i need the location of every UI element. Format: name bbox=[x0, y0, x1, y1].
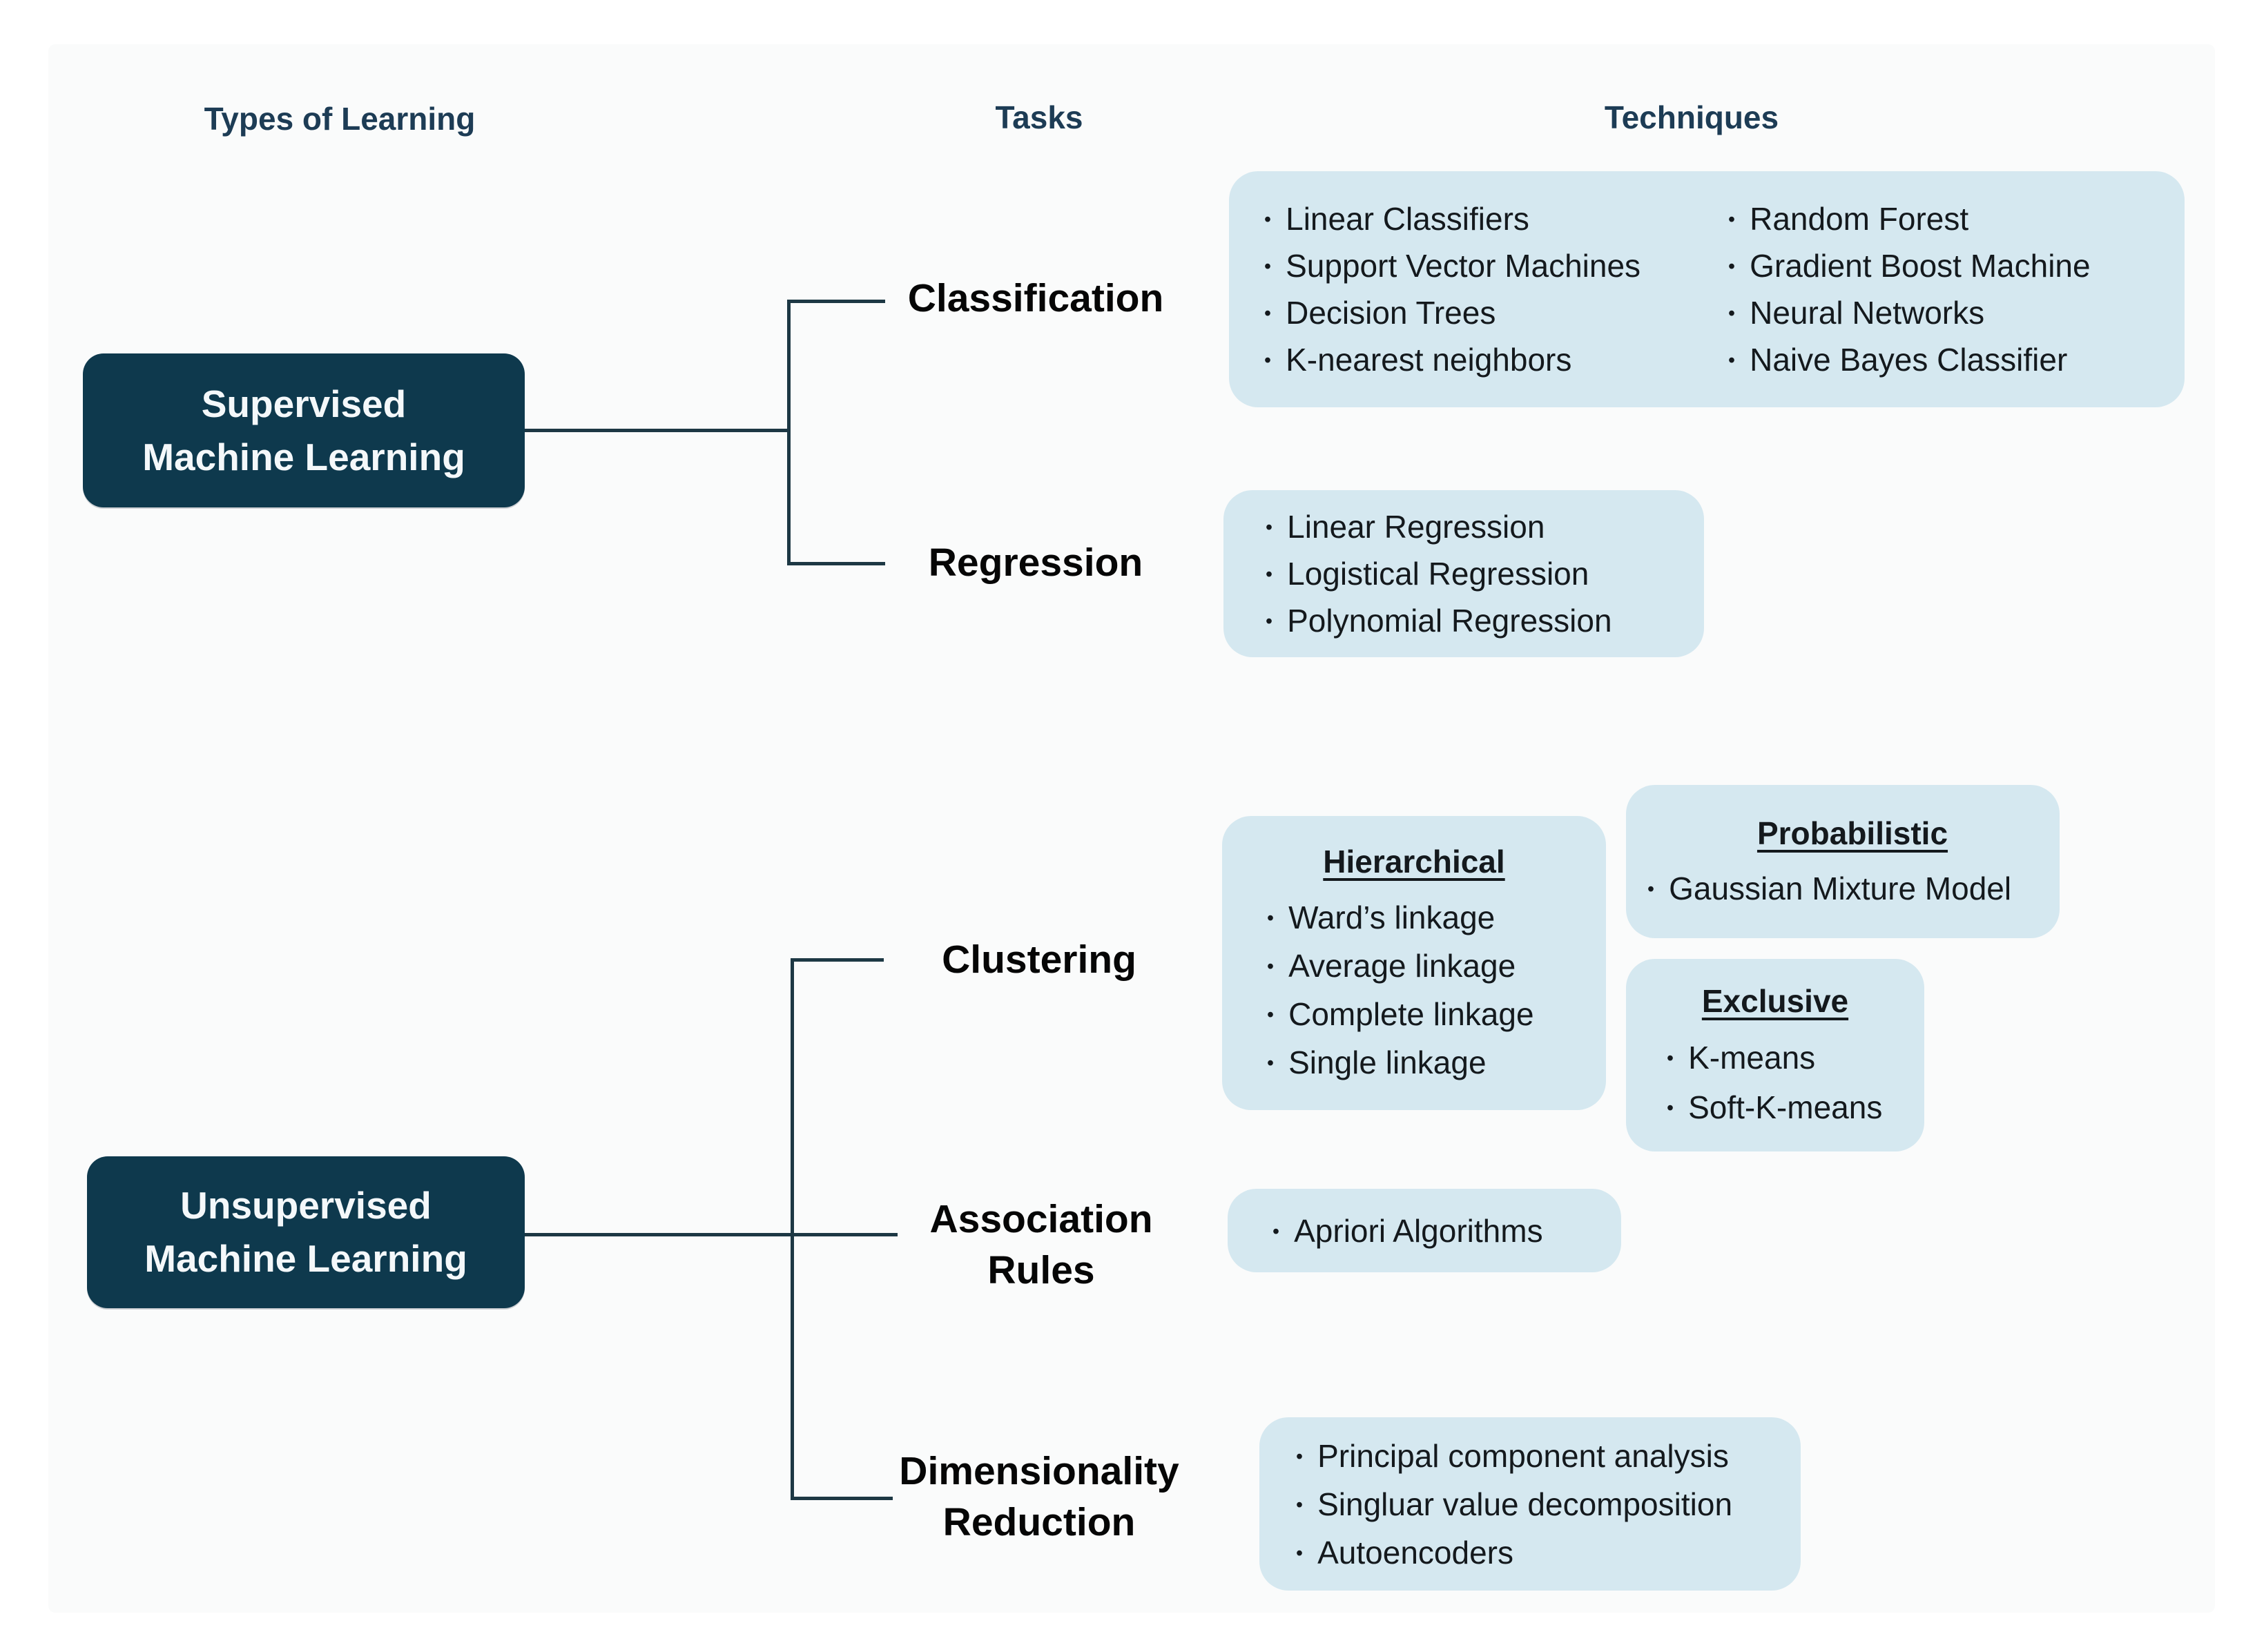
bullet-icon: • bbox=[1728, 301, 1736, 324]
connector-stub-regression bbox=[787, 562, 885, 565]
bullet-icon: • bbox=[1728, 348, 1736, 371]
connector-stub-classification bbox=[787, 300, 885, 303]
technique-item: •Ward’s linkage bbox=[1267, 900, 1496, 935]
unsupervised-machine-learning-box: Unsupervised Machine Learning bbox=[87, 1156, 525, 1308]
technique-item: •Gaussian Mixture Model bbox=[1647, 871, 2012, 906]
techniques-box-dimensionality: •Principal component analysis •Singluar … bbox=[1259, 1417, 1801, 1591]
bullet-icon: • bbox=[1728, 254, 1736, 278]
task-clustering: Clustering bbox=[942, 934, 1136, 985]
bullet-icon: • bbox=[1266, 609, 1273, 632]
task-dimensionality-line1: Dimensionality bbox=[899, 1449, 1179, 1493]
techniques-box-exclusive: Exclusive •K-means •Soft-K-means bbox=[1626, 959, 1924, 1151]
technique-item: •Soft-K-means bbox=[1667, 1089, 1883, 1125]
task-association-line1: Association bbox=[929, 1197, 1153, 1241]
bullet-icon: • bbox=[1266, 515, 1273, 538]
bullet-icon: • bbox=[1267, 1002, 1275, 1026]
technique-item: •Autoencoders bbox=[1296, 1534, 1513, 1571]
bullet-icon: • bbox=[1667, 1096, 1674, 1118]
technique-item: •Apriori Algorithms bbox=[1272, 1212, 1543, 1249]
bullet-icon: • bbox=[1296, 1444, 1304, 1467]
connector-stub-dimensionality bbox=[791, 1497, 893, 1500]
column-header-types-of-learning: Types of Learning bbox=[204, 101, 476, 137]
technique-item: •Neural Networks bbox=[1728, 295, 1985, 331]
connector-stub-association bbox=[794, 1233, 898, 1236]
task-regression: Regression bbox=[929, 537, 1143, 588]
bullet-icon: • bbox=[1647, 877, 1655, 900]
bullet-icon: • bbox=[1264, 207, 1272, 231]
task-clustering-text: Clustering bbox=[942, 937, 1136, 982]
bullet-icon: • bbox=[1264, 254, 1272, 278]
bullet-icon: • bbox=[1667, 1046, 1674, 1069]
technique-item: •Polynomial Regression bbox=[1266, 603, 1612, 639]
bullet-icon: • bbox=[1272, 1219, 1280, 1242]
task-association-line2: Rules bbox=[987, 1248, 1095, 1292]
technique-item: •Linear Classifiers bbox=[1264, 201, 1529, 237]
technique-item: •Singluar value decomposition bbox=[1296, 1486, 1733, 1522]
unsupervised-label-line1: Unsupervised bbox=[180, 1184, 432, 1227]
column-header-tasks: Tasks bbox=[995, 99, 1083, 135]
classification-techniques-column-1: •Linear Classifiers •Support Vector Mach… bbox=[1262, 195, 1726, 383]
bullet-icon: • bbox=[1267, 954, 1275, 978]
classification-techniques-column-2: •Random Forest •Gradient Boost Machine •… bbox=[1726, 195, 2091, 383]
technique-item: •Linear Regression bbox=[1266, 509, 1545, 545]
bullet-icon: • bbox=[1266, 562, 1273, 585]
supervised-label-line1: Supervised bbox=[201, 382, 407, 425]
probabilistic-heading: Probabilistic bbox=[1756, 815, 1948, 851]
bullet-icon: • bbox=[1296, 1541, 1304, 1564]
technique-item: •K-means bbox=[1667, 1039, 1816, 1076]
techniques-box-hierarchical: Hierarchical •Ward’s linkage •Average li… bbox=[1222, 816, 1606, 1110]
technique-item: •Logistical Regression bbox=[1266, 556, 1589, 592]
technique-item: •Random Forest bbox=[1728, 201, 1969, 237]
task-association-rules: Association Rules bbox=[929, 1194, 1152, 1296]
connector-unsupervised-vertical bbox=[791, 958, 794, 1500]
technique-item: •Naive Bayes Classifier bbox=[1728, 342, 2068, 378]
techniques-box-probabilistic: Probabilistic •Gaussian Mixture Model bbox=[1626, 785, 2060, 938]
exclusive-heading: Exclusive bbox=[1701, 982, 1849, 1019]
connector-supervised-vertical bbox=[787, 300, 791, 565]
hierarchical-heading: Hierarchical bbox=[1323, 844, 1505, 880]
techniques-box-classification: •Linear Classifiers •Support Vector Mach… bbox=[1229, 171, 2185, 407]
connector-stub-clustering bbox=[791, 958, 884, 962]
technique-item: •Support Vector Machines bbox=[1264, 248, 1641, 284]
bullet-icon: • bbox=[1264, 301, 1272, 324]
technique-item: •Gradient Boost Machine bbox=[1728, 248, 2091, 284]
column-header-techniques: Techniques bbox=[1604, 99, 1779, 135]
task-dimensionality-reduction: Dimensionality Reduction bbox=[899, 1446, 1179, 1548]
connector-supervised-horizontal bbox=[525, 429, 790, 432]
task-regression-text: Regression bbox=[928, 541, 1143, 585]
bullet-icon: • bbox=[1296, 1493, 1304, 1515]
technique-item: •Single linkage bbox=[1267, 1044, 1487, 1080]
techniques-box-association: •Apriori Algorithms bbox=[1228, 1189, 1621, 1272]
connector-unsupervised-horizontal bbox=[525, 1233, 794, 1236]
task-classification-text: Classification bbox=[907, 276, 1164, 320]
supervised-label-line2: Machine Learning bbox=[142, 435, 465, 478]
task-classification: Classification bbox=[908, 273, 1164, 324]
technique-item: •Complete linkage bbox=[1267, 996, 1534, 1032]
technique-item: •Decision Trees bbox=[1264, 295, 1496, 331]
technique-item: •Principal component analysis bbox=[1296, 1437, 1729, 1474]
technique-item: •K-nearest neighbors bbox=[1264, 342, 1572, 378]
task-dimensionality-line2: Reduction bbox=[942, 1500, 1136, 1544]
unsupervised-label-line2: Machine Learning bbox=[144, 1237, 467, 1280]
bullet-icon: • bbox=[1267, 1051, 1275, 1074]
bullet-icon: • bbox=[1264, 348, 1272, 371]
techniques-box-regression: •Linear Regression •Logistical Regressio… bbox=[1223, 490, 1704, 657]
supervised-machine-learning-box: Supervised Machine Learning bbox=[83, 353, 525, 507]
technique-item: •Average linkage bbox=[1267, 948, 1516, 984]
bullet-icon: • bbox=[1728, 207, 1736, 231]
bullet-icon: • bbox=[1267, 906, 1275, 929]
